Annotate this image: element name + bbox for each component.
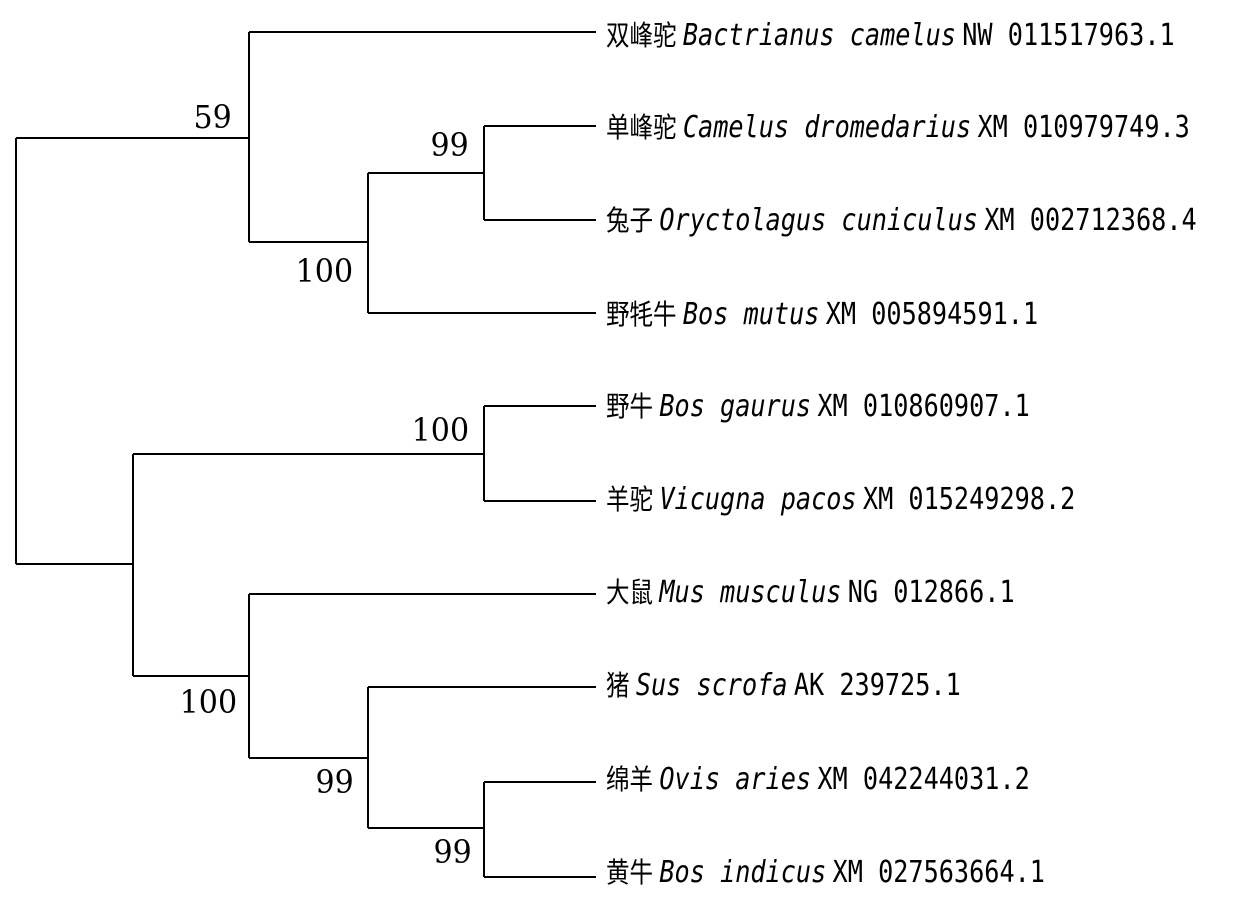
leaf-accession: XM 015249298.2 <box>862 482 1076 517</box>
leaf-accession: AK 239725.1 <box>793 668 961 703</box>
leaf-species-name: Ovis aries <box>659 762 812 797</box>
bootstrap-value: 100 <box>295 252 353 290</box>
bootstrap-value: 100 <box>179 683 237 721</box>
leaf-species-name: Bactrianus camelus <box>682 18 956 53</box>
leaf-species-name: Sus scrofa <box>635 668 788 703</box>
leaf-label-pig: 猪 Sus scrofa AK 239725.1 <box>606 668 961 704</box>
bootstrap-value: 99 <box>315 763 354 801</box>
leaf-label-bactrian-camel: 双峰驼 Bactrianus camelus NW 011517963.1 <box>606 18 1175 54</box>
leaf-label-alpaca: 羊驼 Vicugna pacos XM 015249298.2 <box>606 482 1075 518</box>
leaf-accession: XM 042244031.2 <box>817 762 1030 797</box>
bootstrap-value: 59 <box>193 98 232 136</box>
leaf-accession: XM 010979749.3 <box>977 110 1190 145</box>
leaf-species-name: Bos mutus <box>682 297 820 332</box>
leaf-label-cattle: 黄牛 Bos indicus XM 027563664.1 <box>606 855 1045 891</box>
leaf-label-rat: 大鼠 Mus musculus NG 012866.1 <box>606 575 1015 611</box>
leaf-chinese-name: 野牛 <box>606 390 654 423</box>
bootstrap-value: 99 <box>433 833 472 871</box>
leaf-species-name: Bos gaurus <box>659 389 812 424</box>
leaf-chinese-name: 大鼠 <box>606 576 654 609</box>
leaf-accession: XM 005894591.1 <box>825 297 1039 332</box>
leaf-species-name: Camelus dromedarius <box>682 110 972 145</box>
bootstrap-value: 100 <box>411 411 469 449</box>
leaf-species-name: Oryctolagus cuniculus <box>659 203 978 238</box>
leaf-accession: NW 011517963.1 <box>962 18 1175 53</box>
leaf-accession: XM 010860907.1 <box>817 389 1030 424</box>
leaf-species-name: Vicugna pacos <box>659 482 857 517</box>
leaf-accession: NG 012866.1 <box>847 575 1015 610</box>
leaf-species-name: Mus musculus <box>659 575 842 610</box>
leaf-chinese-name: 双峰驼 <box>606 19 677 52</box>
leaf-chinese-name: 猪 <box>606 669 630 702</box>
leaf-label-wild-yak: 野牦牛 Bos mutus XM 005894591.1 <box>606 297 1038 333</box>
leaf-accession: XM 002712368.4 <box>984 203 1197 238</box>
leaf-label-dromedary: 单峰驼 Camelus dromedarius XM 010979749.3 <box>606 110 1190 146</box>
bootstrap-value: 99 <box>430 126 469 164</box>
leaf-accession: XM 027563664.1 <box>832 855 1045 890</box>
leaf-chinese-name: 黄牛 <box>606 856 654 889</box>
leaf-chinese-name: 单峰驼 <box>606 111 677 144</box>
leaf-chinese-name: 兔子 <box>606 204 654 237</box>
leaf-label-gaur: 野牛 Bos gaurus XM 010860907.1 <box>606 389 1030 425</box>
leaf-species-name: Bos indicus <box>659 855 827 890</box>
leaf-chinese-name: 绵羊 <box>606 763 654 796</box>
leaf-chinese-name: 羊驼 <box>606 483 654 516</box>
leaf-chinese-name: 野牦牛 <box>606 298 677 331</box>
leaf-label-sheep: 绵羊 Ovis aries XM 042244031.2 <box>606 762 1030 798</box>
leaf-label-rabbit: 兔子 Oryctolagus cuniculus XM 002712368.4 <box>606 203 1197 239</box>
